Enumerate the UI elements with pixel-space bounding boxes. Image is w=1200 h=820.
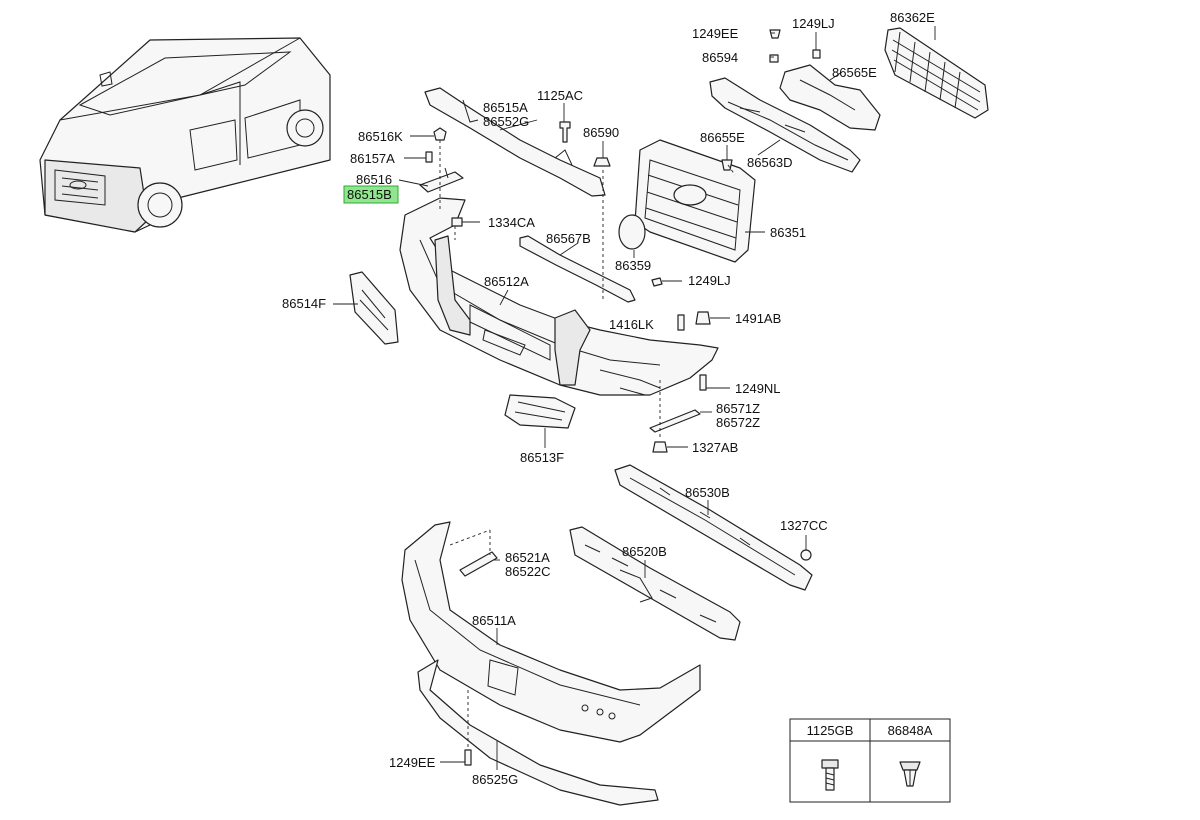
part-labels: 1249EE 1249LJ 86362E 86594 86565E 1125AC… xyxy=(282,10,935,787)
label-1249nl: 1249NL xyxy=(735,381,781,396)
screw-1249ee-bottom-icon xyxy=(464,749,472,766)
label-86516k: 86516K xyxy=(358,129,403,144)
label-1327cc: 1327CC xyxy=(780,518,828,533)
screw-1249lj-top-icon xyxy=(812,49,821,59)
clip-1491ab-icon xyxy=(695,311,711,325)
label-1249lj-top: 1249LJ xyxy=(792,16,835,31)
label-86515b[interactable]: 86515B xyxy=(347,187,392,202)
label-86522c: 86522C xyxy=(505,564,551,579)
label-86521a: 86521A xyxy=(505,550,550,565)
fastener-86516k-icon xyxy=(433,127,447,141)
label-1327ab: 1327AB xyxy=(692,440,738,455)
label-86514f: 86514F xyxy=(282,296,326,311)
label-86565e: 86565E xyxy=(832,65,877,80)
label-1416lk: 1416LK xyxy=(609,317,654,332)
emblem-86359-icon xyxy=(618,214,646,250)
label-86362e: 86362E xyxy=(890,10,935,25)
clip-1334ca-icon xyxy=(451,217,463,227)
label-1249ee-top: 1249EE xyxy=(692,26,739,41)
label-86567b: 86567B xyxy=(546,231,591,246)
part-86516-bracket xyxy=(419,167,464,193)
label-86512a: 86512A xyxy=(484,274,529,289)
label-1249ee-bottom: 1249EE xyxy=(389,755,436,770)
label-86525g: 86525G xyxy=(472,772,518,787)
bolt-1416lk-icon xyxy=(677,314,685,331)
clip-86590-icon xyxy=(593,157,611,167)
vehicle-thumbnail xyxy=(39,37,331,233)
clip-86655e-icon xyxy=(721,159,733,171)
legend-clip-icon xyxy=(899,761,921,787)
label-86513f: 86513F xyxy=(520,450,564,465)
legend-header-1125gb: 1125GB xyxy=(807,723,854,738)
label-1125ac: 1125AC xyxy=(537,88,583,103)
label-86571z: 86571Z xyxy=(716,401,760,416)
part-86520b-absorber xyxy=(569,526,741,641)
label-86351: 86351 xyxy=(770,225,806,240)
nut-1327cc-icon xyxy=(800,549,812,561)
label-1491ab: 1491AB xyxy=(735,311,781,326)
clip-86594-icon xyxy=(769,54,779,63)
label-1334ca: 1334CA xyxy=(488,215,535,230)
label-86572z: 86572Z xyxy=(716,415,760,430)
screw-1249lj-icon xyxy=(651,277,663,287)
legend-table: 1125GB 86848A xyxy=(789,718,951,803)
bolt-1125ac-icon xyxy=(559,121,571,143)
label-86590: 86590 xyxy=(583,125,619,140)
part-86511a-rear-bumper xyxy=(401,521,701,743)
screw-1249ee-icon xyxy=(769,29,781,39)
label-86515a: 86515A xyxy=(483,100,528,115)
label-86655e: 86655E xyxy=(700,130,745,145)
part-86530b-beam xyxy=(614,464,813,591)
part-86514f-fog-cover xyxy=(349,271,399,345)
highlight-86515b xyxy=(343,185,399,204)
part-86512a-front-bumper xyxy=(399,197,719,396)
label-86552g: 86552G xyxy=(483,114,529,129)
legend-header-86848a: 86848A xyxy=(888,723,933,738)
label-86563d: 86563D xyxy=(747,155,793,170)
part-86563d-lower-guard xyxy=(709,77,861,173)
part-86521a-bracket xyxy=(459,551,498,577)
part-86565e-grille-guard xyxy=(779,64,881,131)
part-86351-radiator-grille xyxy=(634,139,756,263)
part-86515a-bracket xyxy=(424,87,606,197)
label-86594: 86594 xyxy=(702,50,738,65)
part-86513f-fog-cover xyxy=(504,394,576,429)
part-86525g-lower-lip xyxy=(417,659,659,806)
label-86520b: 86520B xyxy=(622,544,667,559)
legend-bolt-icon xyxy=(821,759,839,791)
leader-lines xyxy=(333,26,936,770)
label-86530b: 86530B xyxy=(685,485,730,500)
label-86359: 86359 xyxy=(615,258,651,273)
part-86571z-strip xyxy=(649,409,701,433)
nut-1327ab-icon xyxy=(652,441,668,453)
bolt-1249nl-icon xyxy=(699,374,707,391)
dashed-alignment-lines xyxy=(439,140,736,750)
fastener-86157a-icon xyxy=(425,151,433,163)
label-86516: 86516 xyxy=(356,172,392,187)
part-86567b-strip xyxy=(519,235,636,303)
label-86511a: 86511A xyxy=(472,613,516,628)
label-1249lj: 1249LJ xyxy=(688,273,731,288)
label-86157a: 86157A xyxy=(350,151,395,166)
part-86362e-upper-grille xyxy=(884,27,989,119)
